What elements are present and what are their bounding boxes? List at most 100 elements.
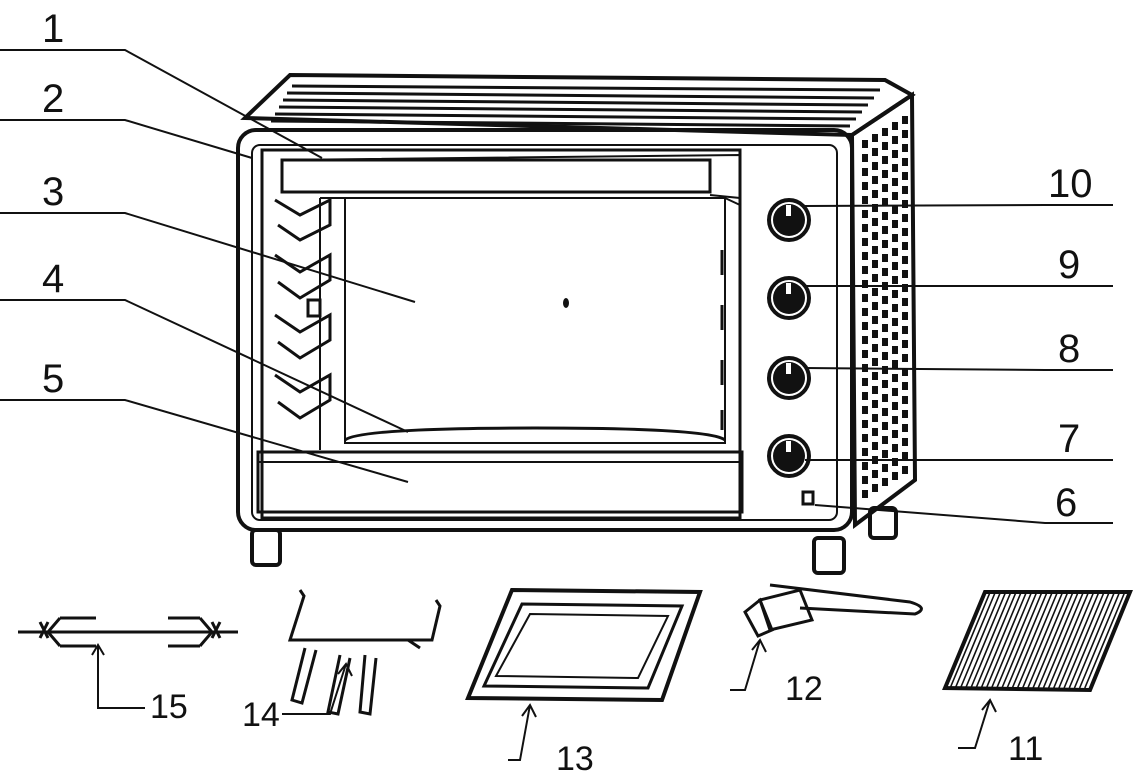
callout-2: 2: [42, 77, 64, 121]
callout-10: 10: [1048, 162, 1093, 206]
vent-hole: [892, 458, 898, 466]
rack-bar: [985, 591, 1028, 689]
callout-13: 13: [556, 740, 594, 778]
rack-bar: [996, 591, 1038, 689]
top-vents: [270, 84, 881, 128]
callout-labels: 1 2 3 4 5 6 7 8 9 10 11 12 13 14 15: [42, 7, 1093, 778]
vent-hole: [862, 448, 868, 456]
callout-9: 9: [1058, 243, 1080, 287]
vent-hole: [902, 354, 908, 362]
vent-hole: [892, 472, 898, 480]
vent-hole: [892, 262, 898, 270]
vent-hole: [872, 190, 878, 198]
vent-hole: [902, 186, 908, 194]
vent-hole: [892, 178, 898, 186]
callout-12: 12: [785, 670, 823, 708]
callout-1: 1: [42, 7, 64, 51]
vent-hole: [872, 260, 878, 268]
vent-hole: [892, 150, 898, 158]
vent-hole: [872, 218, 878, 226]
vent-hole: [882, 254, 888, 262]
vent-hole: [892, 164, 898, 172]
vent-hole: [892, 360, 898, 368]
rack-bar: [1021, 591, 1064, 689]
vent-hole: [882, 464, 888, 472]
vent-hole: [872, 344, 878, 352]
vent-hole: [882, 198, 888, 206]
vent-hole: [862, 378, 868, 386]
rack-bar: [970, 591, 1012, 689]
vent-hole: [862, 266, 868, 274]
vent-hole: [872, 176, 878, 184]
vent-hole: [862, 336, 868, 344]
vent-hole: [892, 304, 898, 312]
vent-hole: [862, 238, 868, 246]
vent-hole: [862, 308, 868, 316]
vent-hole: [862, 196, 868, 204]
vent-hole: [872, 386, 878, 394]
vent-hole: [862, 434, 868, 442]
vent-hole: [902, 326, 908, 334]
vent-hole: [882, 478, 888, 486]
vent-hole: [892, 248, 898, 256]
vent-hole: [902, 214, 908, 222]
vent-hole: [882, 436, 888, 444]
vent-hole: [862, 280, 868, 288]
vent-hole: [882, 268, 888, 276]
rotisserie-handle: [282, 589, 442, 716]
vent-hole: [902, 424, 908, 432]
vent-hole: [882, 394, 888, 402]
vent-hole: [872, 470, 878, 478]
vent-hole: [902, 368, 908, 376]
vent-hole: [892, 374, 898, 382]
rack-bar: [1006, 591, 1048, 689]
vent-hole: [892, 192, 898, 200]
vent-hole: [902, 382, 908, 390]
vent-hole: [882, 338, 888, 346]
rack-bar: [1042, 591, 1085, 689]
rack-bar: [1037, 591, 1079, 689]
vent-hole: [862, 140, 868, 148]
vent-hole: [892, 276, 898, 284]
vent-hole: [872, 204, 878, 212]
rack-bar: [1058, 591, 1100, 689]
vent-hole: [862, 350, 868, 358]
vent-hole: [882, 450, 888, 458]
vent-hole: [882, 296, 888, 304]
vent-hole: [872, 302, 878, 310]
rotisserie-spit: [18, 616, 238, 709]
vent-hole: [882, 226, 888, 234]
vent-hole: [862, 490, 868, 498]
vent-hole: [862, 322, 868, 330]
rack-bar: [1047, 591, 1090, 689]
vent-hole: [872, 288, 878, 296]
vent-hole: [862, 182, 868, 190]
rack-bar: [1016, 591, 1059, 689]
vent-hole: [892, 136, 898, 144]
vent-hole: [902, 116, 908, 124]
vent-hole: [882, 212, 888, 220]
vent-hole: [872, 358, 878, 366]
vent-hole: [872, 162, 878, 170]
vent-hole: [892, 402, 898, 410]
callout-14: 14: [242, 696, 280, 734]
vent-hole: [882, 352, 888, 360]
vent-hole: [872, 274, 878, 282]
callout-8: 8: [1058, 327, 1080, 371]
vent-hole: [882, 170, 888, 178]
vent-hole: [902, 144, 908, 152]
wire-rack: [942, 590, 1133, 749]
control-knobs: [767, 198, 815, 506]
rack-bar: [1027, 591, 1069, 689]
vent-hole: [882, 310, 888, 318]
rack-bar: [1001, 591, 1043, 689]
rack-bar: [964, 591, 1007, 689]
vent-hole: [902, 340, 908, 348]
vent-hole: [862, 252, 868, 260]
vent-hole: [892, 444, 898, 452]
rack-bar: [1011, 591, 1054, 689]
vent-hole: [892, 346, 898, 354]
vent-hole: [902, 228, 908, 236]
vent-hole: [882, 324, 888, 332]
rack-bar: [975, 591, 1017, 689]
